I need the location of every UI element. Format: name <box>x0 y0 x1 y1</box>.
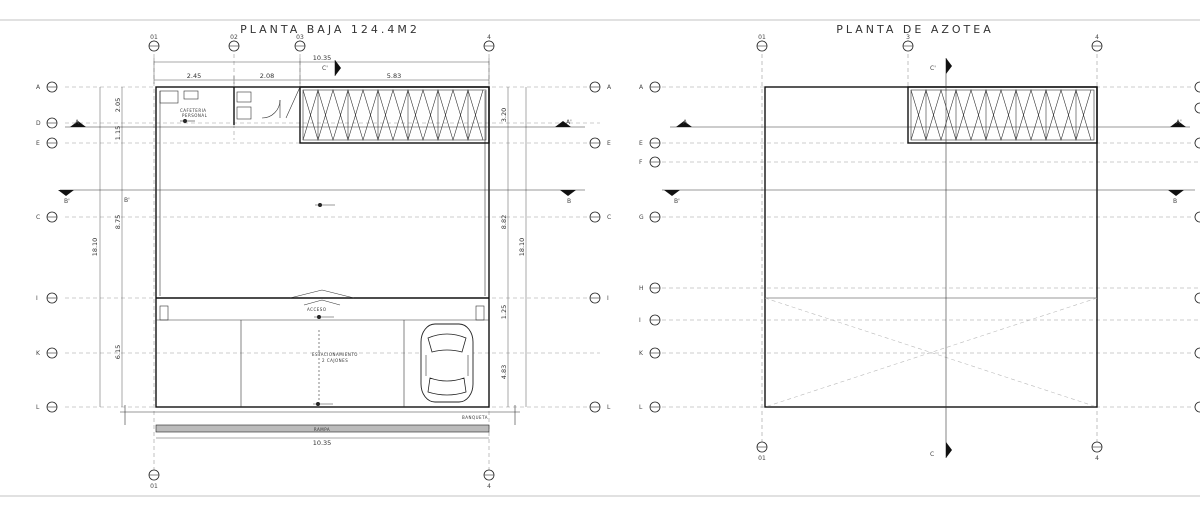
svg-text:I: I <box>607 295 609 302</box>
svg-text:A: A <box>36 84 41 91</box>
svg-text:L: L <box>36 404 40 411</box>
banqueta-label: BANQUETA <box>462 415 488 420</box>
top-axis-4: 4 <box>483 34 495 52</box>
svg-text:4: 4 <box>1095 34 1099 41</box>
svg-text:03: 03 <box>296 34 304 41</box>
svg-text:L: L <box>639 404 643 411</box>
svg-text:4.83: 4.83 <box>500 365 508 379</box>
svg-text:01: 01 <box>150 34 158 41</box>
svg-text:A': A' <box>1176 119 1182 126</box>
row-axes-right: A E C I L <box>589 81 612 413</box>
car-icon <box>420 323 474 403</box>
svg-text:18.10: 18.10 <box>518 238 526 257</box>
personal-label: PERSONAL <box>182 113 208 118</box>
acceso-label: ACCESO <box>307 307 326 312</box>
left-plan-title: PLANTA BAJA 124.4M2 <box>240 23 420 36</box>
svg-text:18.10: 18.10 <box>91 238 99 257</box>
svg-text:3.20: 3.20 <box>500 108 508 122</box>
svg-text:A: A <box>75 119 80 126</box>
right-dimensions: 3.20 8.82 1.25 4.83 18.10 <box>500 87 527 407</box>
svg-text:A': A' <box>566 119 572 126</box>
svg-text:4: 4 <box>487 34 491 41</box>
bottom-dimension: 10.35 <box>313 439 332 447</box>
svg-text:K: K <box>36 350 41 357</box>
svg-text:8.82: 8.82 <box>500 215 508 229</box>
roof-top-axis-01: 01 <box>756 34 768 52</box>
svg-text:4: 4 <box>1095 455 1099 462</box>
svg-text:A: A <box>639 84 644 91</box>
svg-text:D: D <box>36 120 41 127</box>
estacionamiento-label: ESTACIONAMIENTO <box>312 352 358 357</box>
ramp <box>155 424 490 433</box>
svg-text:1.15: 1.15 <box>114 126 122 140</box>
svg-text:E: E <box>36 140 40 147</box>
svg-text:C': C' <box>930 65 936 72</box>
roof-top-axis-4: 4 <box>1091 34 1103 52</box>
svg-text:C: C <box>36 214 40 221</box>
svg-text:B': B' <box>64 198 70 205</box>
svg-text:01: 01 <box>758 34 766 41</box>
svg-text:K: K <box>639 350 644 357</box>
bottom-axis-01: 01 <box>148 469 160 490</box>
svg-text:B: B <box>567 198 571 205</box>
svg-text:A: A <box>683 119 688 126</box>
row-axes-left: A D E C I K L <box>36 81 58 413</box>
svg-text:E: E <box>639 140 643 147</box>
top-dimensions: 10.35 2.45 2.08 5.83 <box>153 54 490 84</box>
svg-text:3: 3 <box>906 34 910 41</box>
left-dimensions: 18.10 2.05 1.15 8.75 6.15 <box>91 87 123 407</box>
svg-text:F: F <box>639 159 643 166</box>
svg-text:B': B' <box>124 197 130 204</box>
roof-row-axes: A E F G H I K L <box>639 81 1200 413</box>
left-plan: PLANTA BAJA 124.4M2 01 02 03 <box>36 23 612 490</box>
svg-text:I: I <box>36 295 38 302</box>
rampa-label: RAMPA <box>314 427 330 432</box>
svg-text:01: 01 <box>150 483 158 490</box>
svg-text:B': B' <box>674 198 680 205</box>
svg-text:2.08: 2.08 <box>260 72 274 80</box>
top-axis-02: 02 <box>228 34 240 52</box>
roof-section-marks: A A' B' B C' C <box>662 58 1195 458</box>
svg-text:4: 4 <box>487 483 491 490</box>
svg-text:2.05: 2.05 <box>114 98 122 112</box>
section-marks: A A' B' B B' C' <box>58 60 585 205</box>
svg-text:C: C <box>607 214 611 221</box>
roof-bottom-axis-4: 4 <box>1091 441 1103 462</box>
svg-text:8.75: 8.75 <box>114 215 122 229</box>
bottom-axis-4: 4 <box>483 469 495 490</box>
svg-text:B: B <box>1173 198 1177 205</box>
svg-text:5.83: 5.83 <box>387 72 401 80</box>
svg-text:H: H <box>639 285 644 292</box>
stair-hatch <box>285 86 490 144</box>
right-plan: PLANTA DE AZOTEA 01 3 4 01 <box>639 23 1200 462</box>
roof-stair-hatch <box>907 86 1098 144</box>
svg-text:6.15: 6.15 <box>114 345 122 359</box>
svg-text:2.45: 2.45 <box>187 72 201 80</box>
right-plan-title: PLANTA DE AZOTEA <box>836 23 993 36</box>
top-axis-03: 03 <box>294 34 306 52</box>
svg-text:02: 02 <box>230 34 238 41</box>
svg-text:G: G <box>639 214 644 221</box>
svg-text:C: C <box>930 451 934 458</box>
svg-text:E: E <box>607 140 611 147</box>
svg-text:01: 01 <box>758 455 766 462</box>
svg-text:I: I <box>639 317 641 324</box>
svg-text:10.35: 10.35 <box>313 54 332 62</box>
cajones-label: 2 CAJONES <box>322 358 348 363</box>
top-axis-01: 01 <box>148 34 160 52</box>
cafeteria-label: CAFETERIA <box>180 108 207 113</box>
svg-text:A: A <box>607 84 612 91</box>
roof-bottom-axis-01: 01 <box>756 441 768 462</box>
level-markers <box>180 119 335 406</box>
svg-text:L: L <box>607 404 611 411</box>
svg-text:C': C' <box>322 65 328 72</box>
roof-top-axis-3: 3 <box>902 34 914 52</box>
svg-text:1.25: 1.25 <box>500 305 508 319</box>
